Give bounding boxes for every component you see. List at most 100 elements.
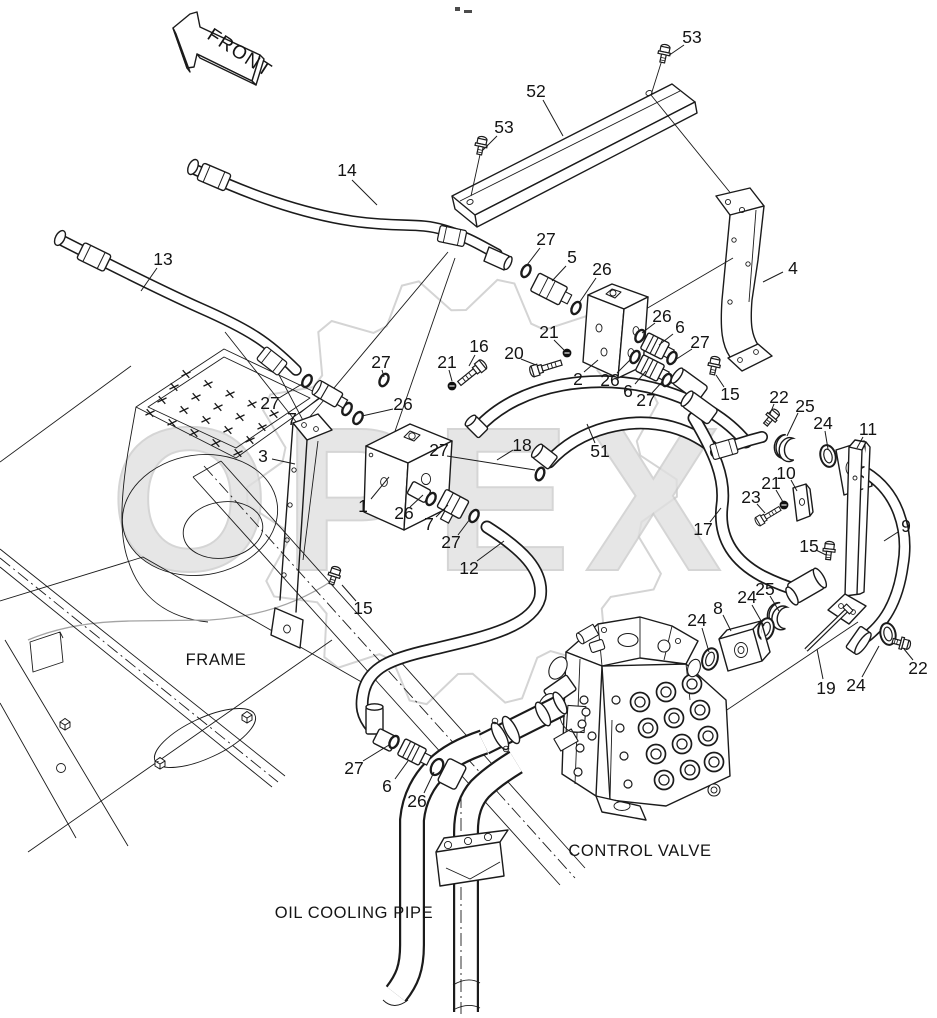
- leader-line-1: [370, 476, 390, 500]
- leader-line-24: [701, 627, 710, 653]
- part-label-6: 6: [382, 776, 392, 796]
- part-label-16: 16: [469, 336, 488, 356]
- part-label-22: 22: [908, 658, 927, 678]
- bolt-53: [655, 42, 673, 65]
- bolt-53: [472, 134, 490, 157]
- part-label-27: 27: [429, 440, 448, 460]
- part-label-7: 7: [287, 409, 297, 429]
- mounting-plate-52: [451, 42, 742, 228]
- leader-line-15: [715, 374, 725, 388]
- connector-6: [396, 737, 434, 770]
- leader-line-26: [423, 771, 435, 794]
- part-label-26: 26: [600, 370, 619, 390]
- part-label-3: 3: [258, 446, 268, 466]
- part-label-26: 26: [592, 259, 611, 279]
- part-label-27: 27: [260, 393, 279, 413]
- part-label-52: 52: [526, 81, 545, 101]
- leader-line-22: [769, 403, 775, 415]
- leader-line-4: [762, 271, 784, 283]
- leader-line-17: [709, 507, 722, 523]
- part-label-2: 2: [573, 369, 583, 389]
- leader-line-24: [824, 430, 829, 450]
- part-label-27: 27: [441, 532, 460, 552]
- twin-elbow-fitting: [670, 367, 718, 425]
- fitting-5: [530, 272, 573, 306]
- leader-line-15: [341, 584, 357, 602]
- part-label-15: 15: [720, 384, 739, 404]
- part-label-6: 6: [623, 381, 633, 401]
- leader-line-6: [394, 760, 409, 780]
- bolt-15: [705, 354, 723, 377]
- part-label-19: 19: [816, 678, 835, 698]
- leader-line-19: [816, 648, 824, 680]
- leader-line-26: [578, 277, 597, 304]
- part-label-27: 27: [690, 332, 709, 352]
- part-label-12: 12: [459, 558, 478, 578]
- part-label-24: 24: [687, 610, 707, 630]
- part-label-4: 4: [788, 258, 798, 278]
- part-label-26: 26: [394, 503, 413, 523]
- part-label-23: 23: [741, 487, 760, 507]
- leader-line-14: [351, 179, 378, 206]
- leader-line-13: [140, 267, 158, 292]
- leader-line-26: [616, 359, 631, 374]
- step-plate-cleats: [145, 369, 279, 458]
- leader-line-24: [861, 645, 880, 678]
- part-label-24: 24: [737, 587, 757, 607]
- leader-line-5: [551, 265, 567, 282]
- leader-line-53: [482, 135, 498, 151]
- part-label-8: 8: [713, 598, 723, 618]
- part-label-14: 14: [337, 160, 357, 180]
- leader-line-27: [446, 455, 536, 471]
- leader-line-7: [299, 397, 320, 414]
- leader-line-10: [790, 479, 798, 492]
- pipe-9-assembly: [709, 406, 913, 656]
- leader-line-22: [903, 648, 914, 661]
- clamp-25: [771, 432, 800, 464]
- leader-line-8: [722, 614, 732, 632]
- hose-18: [530, 423, 716, 483]
- cooler-line-coupling: [698, 567, 859, 729]
- rod-19: [804, 603, 854, 652]
- leader-line-25: [786, 412, 799, 437]
- part-label-27: 27: [344, 758, 363, 778]
- valve-block-2: [518, 262, 680, 389]
- leader-line-27: [674, 348, 693, 361]
- area-label-oil-cooling-pipe: OIL COOLING PIPE: [275, 904, 433, 922]
- part-label-25: 25: [795, 396, 814, 416]
- part-label-1: 1: [358, 496, 368, 516]
- part-label-53: 53: [682, 27, 701, 47]
- gear-watermark-icon: [246, 278, 678, 706]
- part-label-21: 21: [761, 473, 780, 493]
- grommet-21: [779, 500, 789, 510]
- leader-line-24: [751, 604, 765, 627]
- frame-structure: [0, 251, 586, 886]
- part-label-15: 15: [799, 536, 818, 556]
- part-label-53: 53: [494, 117, 513, 137]
- part-label-27: 27: [536, 229, 555, 249]
- stray-mark: [455, 7, 460, 11]
- leader-line-21: [553, 339, 565, 351]
- leader-line-52: [542, 99, 564, 137]
- part-label-27: 27: [371, 352, 390, 372]
- part-label-6: 6: [675, 317, 685, 337]
- bracket-4: [633, 187, 773, 377]
- leader-line-18: [496, 449, 514, 461]
- part-label-26: 26: [393, 394, 412, 414]
- part-label-20: 20: [504, 343, 524, 363]
- bolt-16: [455, 357, 489, 389]
- leader-line-27: [362, 744, 390, 762]
- leader-line-51: [586, 423, 596, 444]
- leader-line-26: [361, 408, 394, 417]
- stray-mark: [464, 10, 472, 13]
- bolt-20: [527, 356, 564, 379]
- part-label-51: 51: [590, 441, 609, 461]
- leader-line-20: [520, 358, 537, 366]
- part-label-11: 11: [859, 419, 877, 439]
- part-label-10: 10: [776, 463, 796, 483]
- block-8: [718, 620, 771, 672]
- area-label-control-valve: CONTROL VALVE: [568, 842, 711, 860]
